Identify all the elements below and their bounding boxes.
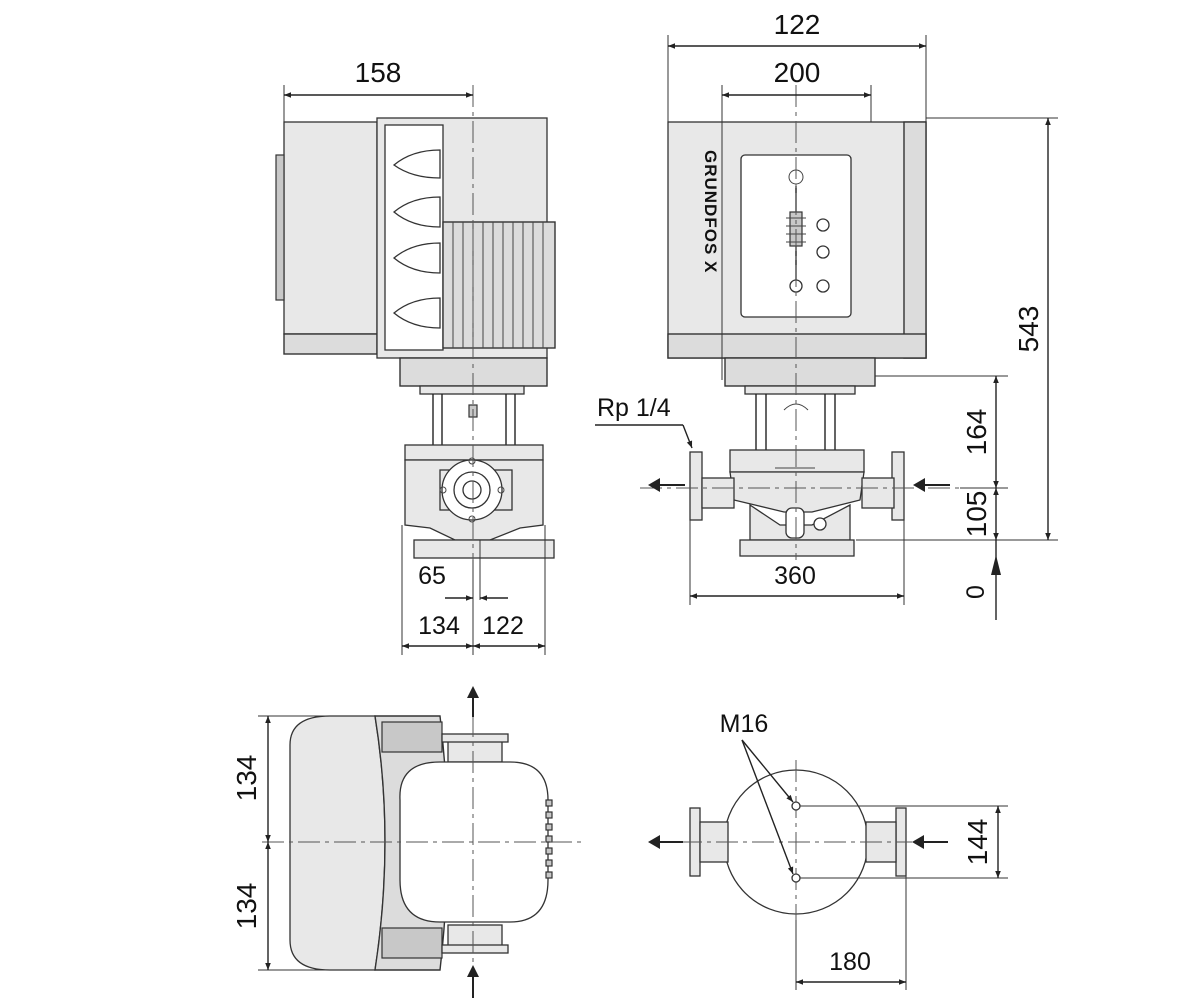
plan-view-dimensions: 134 134 — [231, 715, 330, 971]
base-plate-dimensions: 144 180 M16 — [720, 710, 1008, 990]
front-view: GRUNDFOS X — [640, 85, 990, 560]
outlet-flow-arrow-icon — [648, 478, 685, 492]
dim-122-top: 122 — [774, 9, 821, 40]
cooling-fins — [442, 221, 556, 349]
dim-200: 200 — [774, 57, 821, 88]
dim-122-base: 122 — [482, 612, 524, 640]
dim-144: 144 — [962, 819, 993, 866]
dim-105: 105 — [961, 491, 992, 538]
indicator-light-icon — [816, 218, 830, 232]
plan-flow-arrow-up-icon — [467, 686, 479, 717]
dim-134-base: 134 — [418, 612, 460, 640]
label-rp-1-4: Rp 1/4 — [597, 394, 671, 422]
side-view-dimensions: 158 65 134 122 — [283, 57, 546, 655]
dim-65: 65 — [418, 562, 446, 590]
dim-164: 164 — [961, 409, 992, 456]
base-plate-view — [648, 760, 948, 920]
dim-158: 158 — [355, 57, 402, 88]
cable-glands — [392, 149, 441, 329]
side-view — [275, 85, 556, 560]
brand-logo: GRUNDFOS X — [701, 150, 720, 273]
plan-flow-arrow-up-icon — [467, 965, 479, 998]
dim-134-lower: 134 — [231, 883, 262, 930]
plan-view — [262, 686, 585, 998]
indicator-light-icon — [816, 279, 830, 293]
plan-fins — [545, 799, 553, 879]
dim-360: 360 — [774, 562, 816, 590]
inlet-flow-arrow-icon — [912, 835, 948, 849]
front-view-dimensions: 122 200 543 164 105 0 360 Rp 1/4 — [595, 9, 1058, 620]
dim-134-upper: 134 — [231, 755, 262, 802]
inlet-flow-arrow-icon — [913, 478, 950, 492]
bolt-hole-icon — [791, 801, 801, 811]
bolt-hole-icon — [791, 873, 801, 883]
dim-543: 543 — [1013, 306, 1044, 353]
outlet-flow-arrow-icon — [648, 835, 683, 849]
label-m16: M16 — [720, 710, 769, 738]
dim-0: 0 — [962, 585, 990, 599]
indicator-light-icon — [816, 245, 830, 259]
dim-180: 180 — [829, 948, 871, 976]
